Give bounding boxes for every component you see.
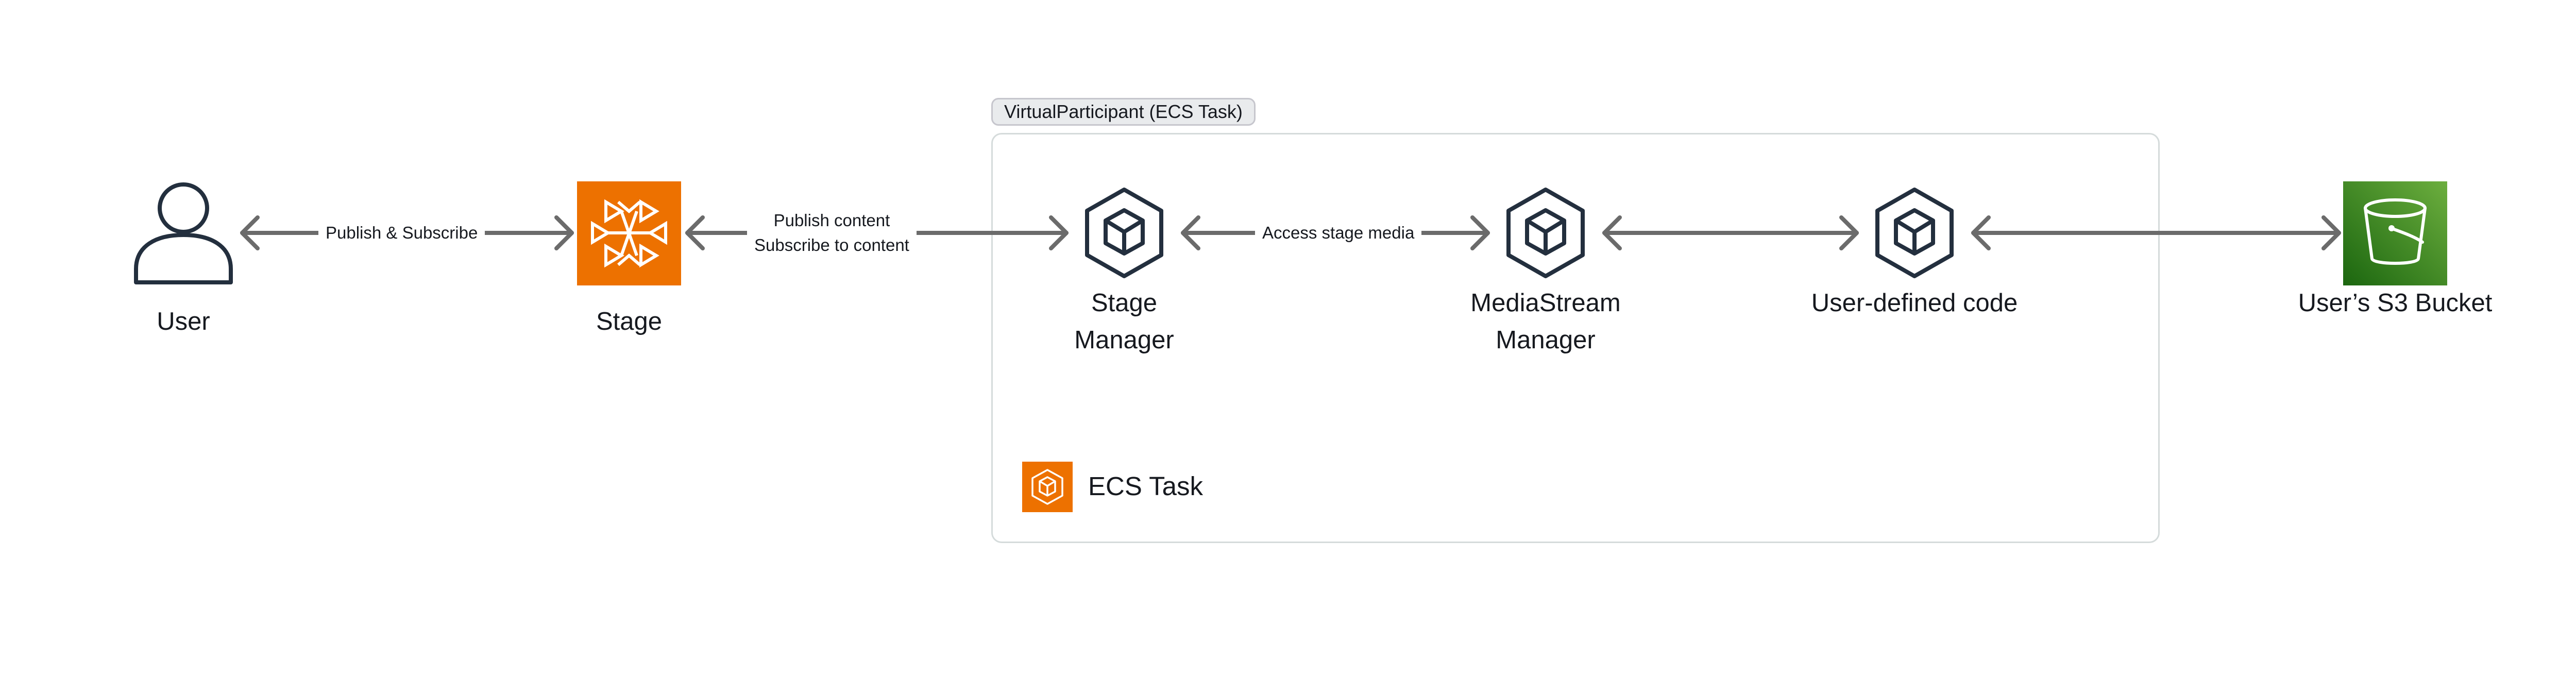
node-label-s3-bucket: User’s S3 Bucket <box>2298 289 2493 317</box>
node-label-line: Stage <box>1091 289 1158 317</box>
group-caption: ECS Task <box>1088 471 1203 501</box>
s3-bucket-icon <box>2343 181 2447 285</box>
arrowhead-right <box>554 215 574 250</box>
group-tag: VirtualParticipant (ECS Task) <box>991 98 1256 126</box>
arrowhead-right <box>1470 215 1490 250</box>
node-label-mediastream-manager: MediaStream Manager <box>1468 284 1623 359</box>
arrowhead-left <box>685 215 705 250</box>
node-label-line: Manager <box>1074 326 1174 354</box>
container-cube-icon <box>1085 188 1163 278</box>
arrowhead-left <box>240 215 260 250</box>
arrowhead-left <box>1181 215 1200 250</box>
node-label-line: Manager <box>1496 326 1596 354</box>
user-icon <box>134 182 233 284</box>
node-label-stage-manager: Stage Manager <box>1047 284 1201 359</box>
edge-label-line: Subscribe to content <box>754 235 909 255</box>
ecs-task-group <box>991 133 2160 543</box>
ivs-stage-icon <box>577 181 681 285</box>
arrowhead-left <box>1971 215 1991 250</box>
arrowhead-right <box>1839 215 1859 250</box>
arrowhead-left <box>1602 215 1622 250</box>
node-label-stage: Stage <box>596 308 663 335</box>
container-cube-icon <box>1875 188 1954 278</box>
edge-label-manager-mediastream: Access stage media <box>1255 221 1422 245</box>
node-label-line: MediaStream <box>1470 289 1621 317</box>
edge-label-user-stage: Publish & Subscribe <box>318 221 485 245</box>
ecs-icon <box>1022 462 1073 512</box>
arrowhead-right <box>2321 215 2341 250</box>
node-label-user-code: User-defined code <box>1811 289 2018 317</box>
node-label-user: User <box>157 308 210 335</box>
edge-label-stage-manager: Publish content Subscribe to content <box>747 208 917 258</box>
container-cube-icon <box>1506 188 1585 278</box>
arrowhead-right <box>1049 215 1069 250</box>
edge-label-line: Publish content <box>773 211 890 230</box>
